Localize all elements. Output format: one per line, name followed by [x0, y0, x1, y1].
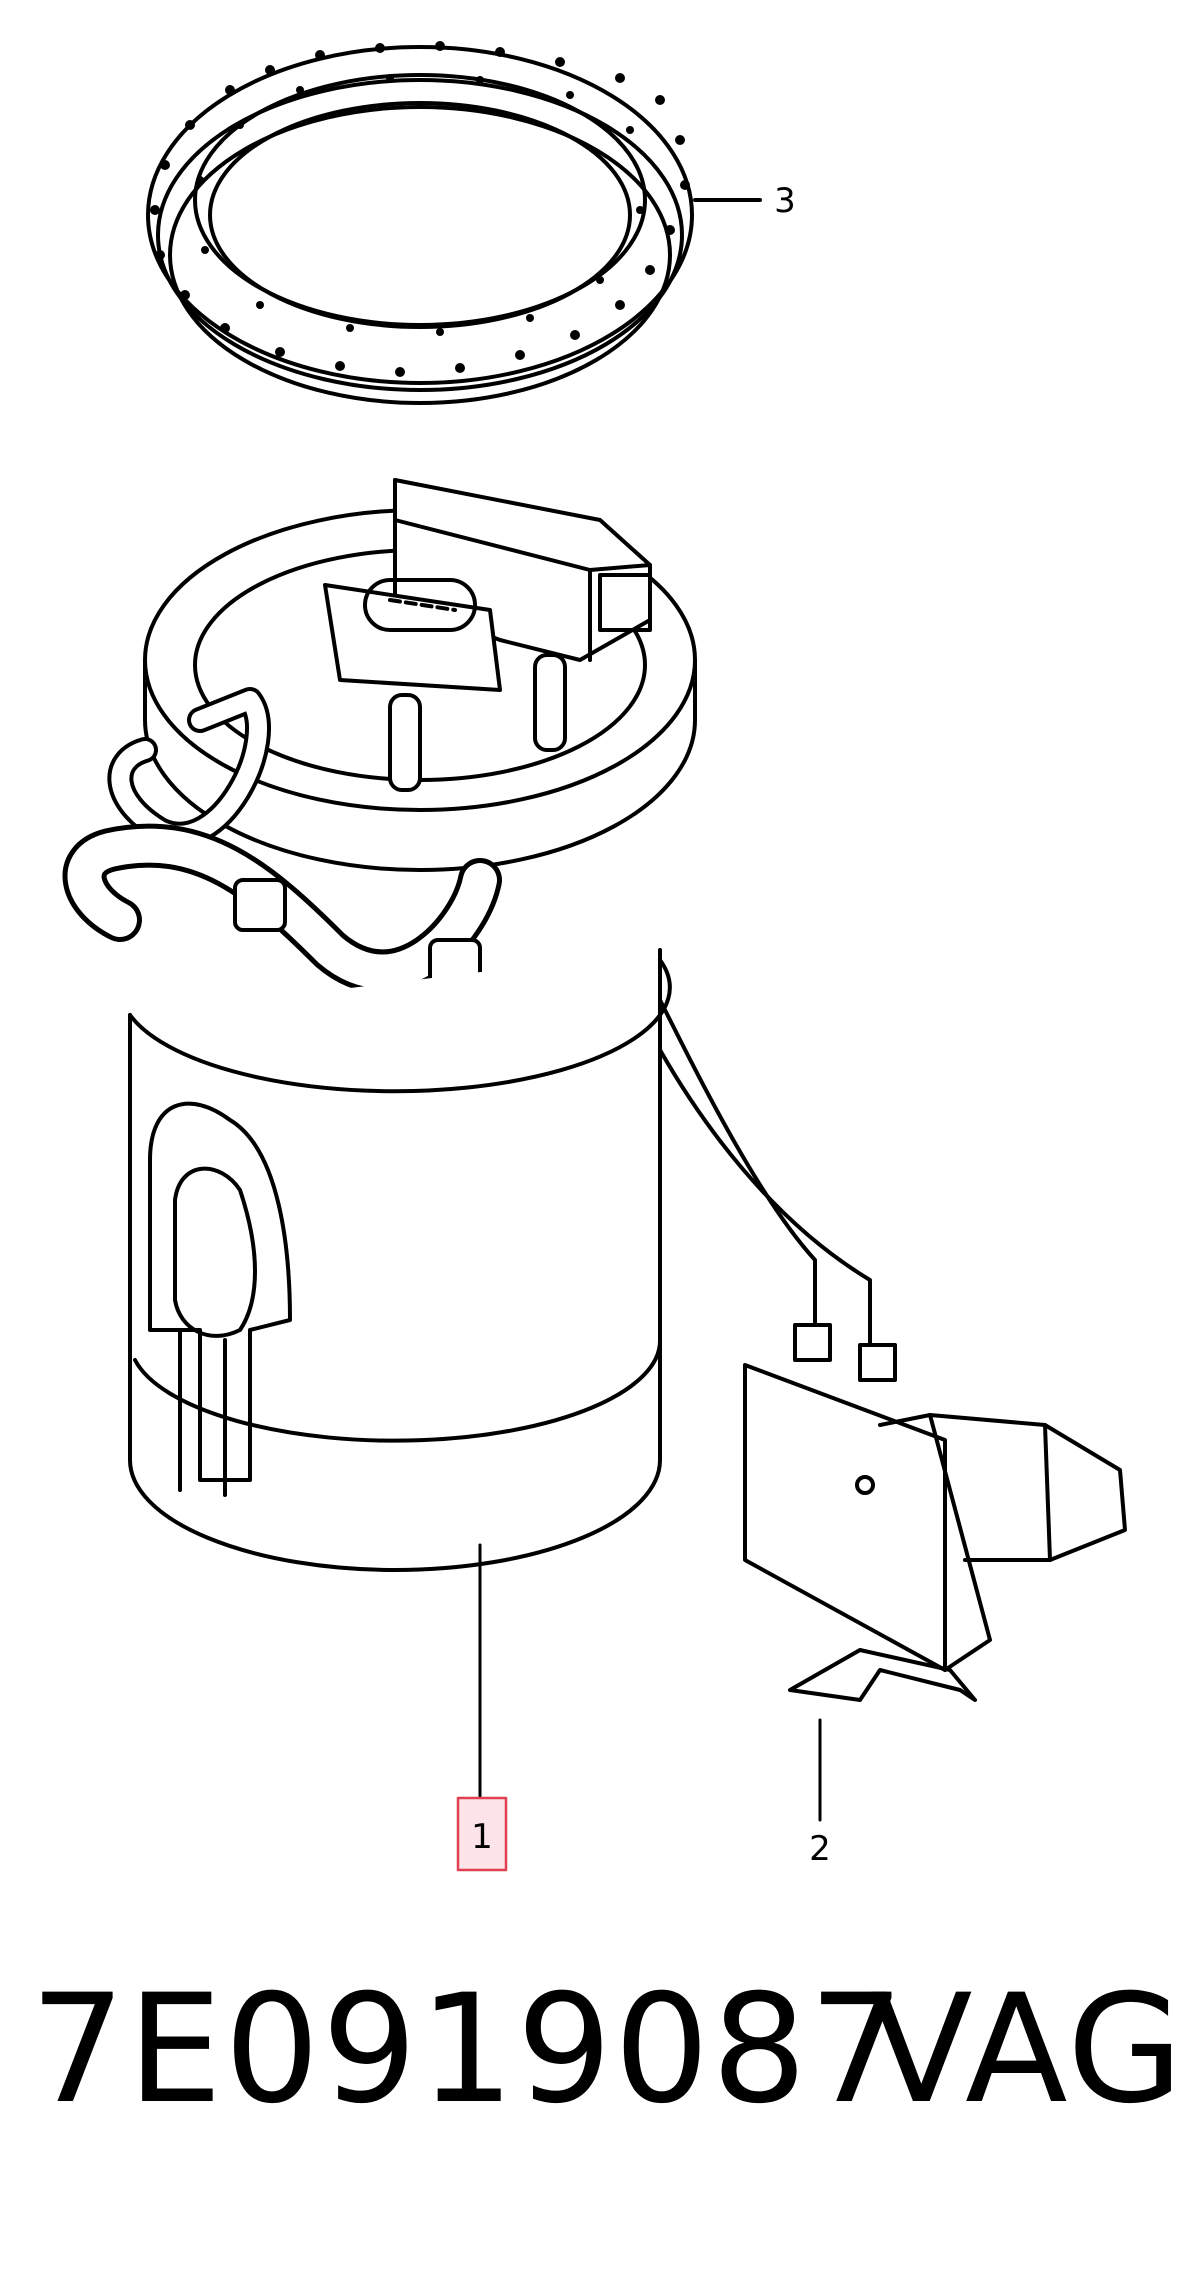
callout-1: 1 — [456, 1796, 508, 1872]
callout-2-label: 2 — [809, 1829, 831, 1869]
part-number: 7E0919087 — [30, 1963, 907, 2137]
level-sender-part — [743, 1323, 1127, 1822]
callout-3-label: 3 — [774, 181, 796, 221]
ring-dots — [150, 41, 690, 377]
footer: 7E0919087 VAG — [0, 1960, 1188, 2220]
fuel-pump-assembly-part — [62, 478, 872, 1802]
callout-3: 3 — [774, 181, 796, 221]
callout-2: 2 — [809, 1829, 831, 1869]
brand-name: VAG — [870, 1963, 1186, 2137]
fuel-pump-exploded-diagram: 1 2 3 — [62, 41, 1127, 1872]
sealing-ring-part — [146, 41, 762, 405]
callout-1-label: 1 — [471, 1817, 493, 1857]
